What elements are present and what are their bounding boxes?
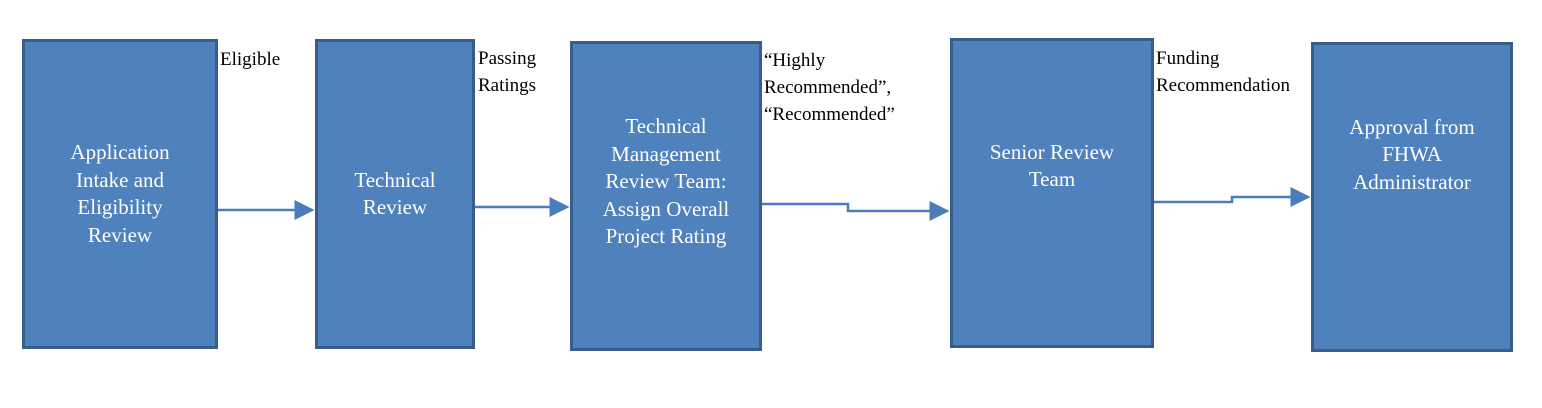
connector-arrow-3 [762,201,950,221]
step-approval-fhwa-administrator: Approval from FHWA Administrator [1311,42,1513,352]
step-application-intake: Application Intake and Eligibility Revie… [22,39,218,349]
connector-arrow-4 [1154,187,1311,207]
transition-label-funding-recommendation: Funding Recommendation [1156,48,1291,96]
step-senior-review-team: Senior Review Team [950,38,1154,348]
step-technical-review: Technical Review [315,39,475,349]
step-label: Approval from FHWA Administrator [1349,114,1475,194]
transition-label-recommended: “Highly Recommended”, “Recommended” [764,50,895,125]
step-technical-management-review-team: Technical Management Review Team: Assign… [570,41,762,351]
transition-label-passing-ratings: Passing Ratings [478,48,537,96]
step-label: Technical Management Review Team: Assign… [602,114,730,249]
step-label: Senior Review Team [989,139,1115,192]
transition-label-eligible: Eligible [220,49,281,70]
step-label: Technical Review [354,167,436,220]
step-label: Application Intake and Eligibility Revie… [70,140,170,247]
